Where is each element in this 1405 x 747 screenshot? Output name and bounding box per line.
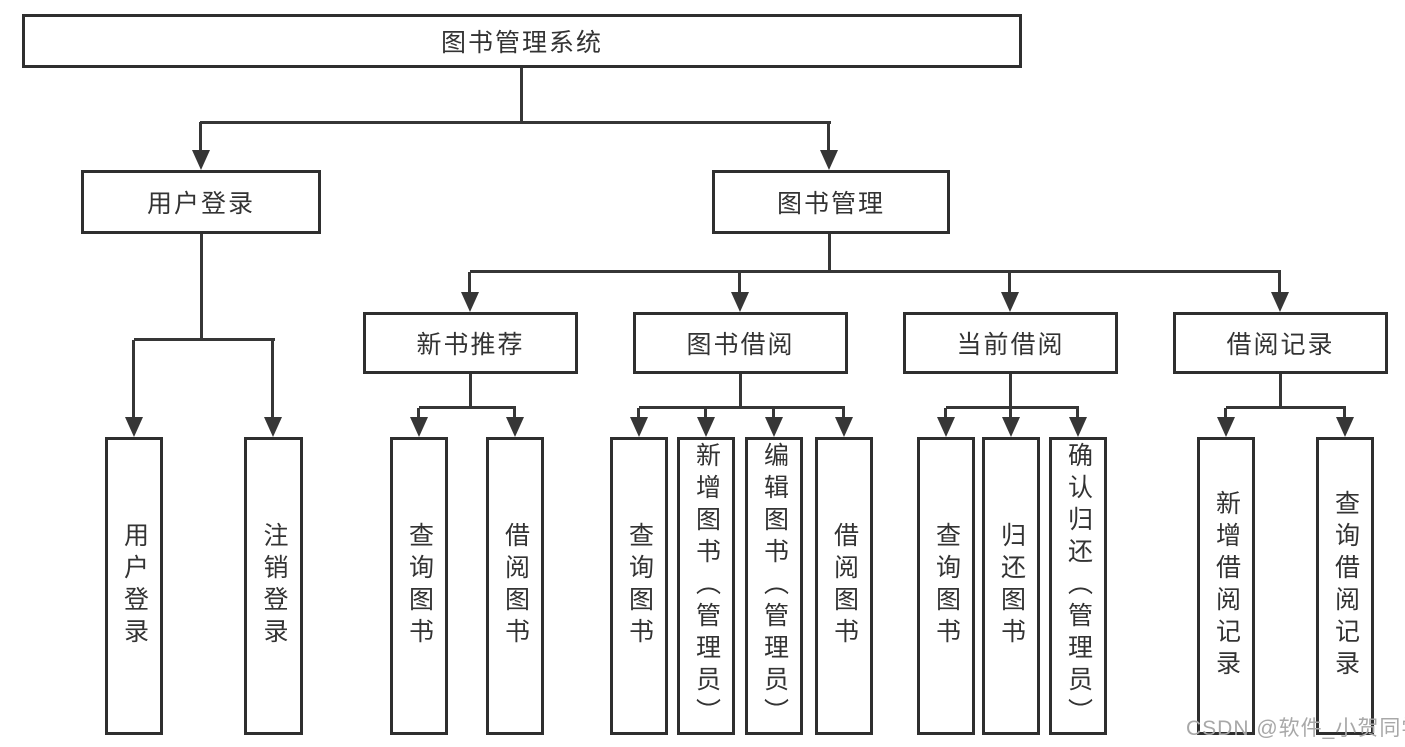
connector-records-vline — [1279, 374, 1282, 408]
leaf-borrow-query-books: 查询图书 — [610, 437, 668, 735]
node-borrow-records: 借阅记录 — [1173, 312, 1388, 374]
arrow-down-icon — [835, 408, 853, 437]
csdn-watermark: CSDN @软件_小贺同学 — [1186, 717, 1405, 740]
leaf-borrow-add-books-admin: 新增图书（管理员） — [677, 437, 735, 735]
leaf-records-query-record: 查询借阅记录 — [1316, 437, 1374, 735]
leaf-borrow-edit-books-admin: 编辑图书（管理员） — [745, 437, 803, 735]
connector-current-hline — [946, 406, 1079, 409]
arrow-down-icon — [1069, 408, 1087, 437]
leaf-newbook-query-books-label: 查询图书 — [405, 522, 434, 650]
connector-book-mgmt-hline — [470, 270, 1281, 273]
connector-records-hline — [1226, 406, 1346, 409]
node-book-management-label: 图书管理 — [776, 190, 885, 218]
leaf-current-return-books: 归还图书 — [982, 437, 1040, 735]
leaf-logout-label: 注销登录 — [260, 522, 288, 650]
node-root: 图书管理系统 — [22, 14, 1022, 68]
node-book-management: 图书管理 — [712, 170, 950, 234]
leaf-newbook-borrow-books-label: 借阅图书 — [501, 522, 530, 650]
arrow-down-icon — [192, 122, 210, 170]
connector-borrow-hline — [639, 406, 845, 409]
connector-root-hline — [200, 121, 831, 124]
leaf-records-add-record-label: 新增借阅记录 — [1212, 490, 1241, 682]
node-current-borrow-label: 当前借阅 — [956, 331, 1065, 359]
node-new-book-recommend: 新书推荐 — [363, 312, 578, 374]
leaf-current-query-books: 查询图书 — [917, 437, 975, 735]
leaf-logout: 注销登录 — [244, 437, 303, 735]
leaf-newbook-borrow-books: 借阅图书 — [486, 437, 544, 735]
arrow-down-icon — [820, 122, 838, 170]
leaf-current-confirm-return-admin-label: 确认归还（管理员） — [1064, 442, 1093, 730]
arrow-down-icon — [731, 272, 749, 312]
connector-newbook-vline — [469, 374, 472, 408]
arrow-down-icon — [410, 408, 428, 437]
node-current-borrow: 当前借阅 — [903, 312, 1118, 374]
leaf-records-add-record: 新增借阅记录 — [1197, 437, 1255, 735]
connector-root-vline — [520, 68, 523, 123]
arrow-down-icon — [1002, 408, 1020, 437]
leaf-borrow-borrow-books: 借阅图书 — [815, 437, 873, 735]
connector-borrow-vline — [739, 374, 742, 408]
leaf-current-query-books-label: 查询图书 — [932, 522, 961, 650]
leaf-records-query-record-label: 查询借阅记录 — [1331, 490, 1360, 682]
leaf-borrow-add-books-admin-label: 新增图书（管理员） — [692, 442, 721, 730]
leaf-user-login: 用户登录 — [105, 437, 163, 735]
leaf-current-return-books-label: 归还图书 — [997, 522, 1026, 650]
arrow-down-icon — [125, 340, 143, 437]
leaf-user-login-label: 用户登录 — [120, 522, 149, 650]
arrow-down-icon — [1336, 408, 1354, 437]
node-book-borrow: 图书借阅 — [633, 312, 848, 374]
node-book-borrow-label: 图书借阅 — [686, 331, 795, 359]
arrow-down-icon — [937, 408, 955, 437]
arrow-down-icon — [1001, 272, 1019, 312]
connector-user-login-hline — [134, 338, 275, 341]
arrow-down-icon — [1217, 408, 1235, 437]
arrow-down-icon — [461, 272, 479, 312]
leaf-newbook-query-books: 查询图书 — [390, 437, 448, 735]
arrow-down-icon — [506, 408, 524, 437]
connector-current-vline — [1009, 374, 1012, 408]
arrow-down-icon — [697, 408, 715, 437]
arrow-down-icon — [765, 408, 783, 437]
connector-newbook-hline — [419, 406, 516, 409]
arrow-down-icon — [1271, 272, 1289, 312]
node-new-book-recommend-label: 新书推荐 — [416, 331, 525, 359]
arrow-down-icon — [264, 340, 282, 437]
connector-book-mgmt-vline — [828, 234, 831, 272]
node-root-label: 图书管理系统 — [440, 29, 603, 57]
leaf-borrow-borrow-books-label: 借阅图书 — [830, 522, 859, 650]
node-borrow-records-label: 借阅记录 — [1226, 331, 1335, 359]
node-user-login-label: 用户登录 — [146, 190, 255, 218]
arrow-down-icon — [630, 408, 648, 437]
leaf-borrow-edit-books-admin-label: 编辑图书（管理员） — [760, 442, 789, 730]
node-user-login: 用户登录 — [81, 170, 321, 234]
leaf-current-confirm-return-admin: 确认归还（管理员） — [1049, 437, 1107, 735]
connector-user-login-vline — [200, 234, 203, 340]
leaf-borrow-query-books-label: 查询图书 — [625, 522, 654, 650]
